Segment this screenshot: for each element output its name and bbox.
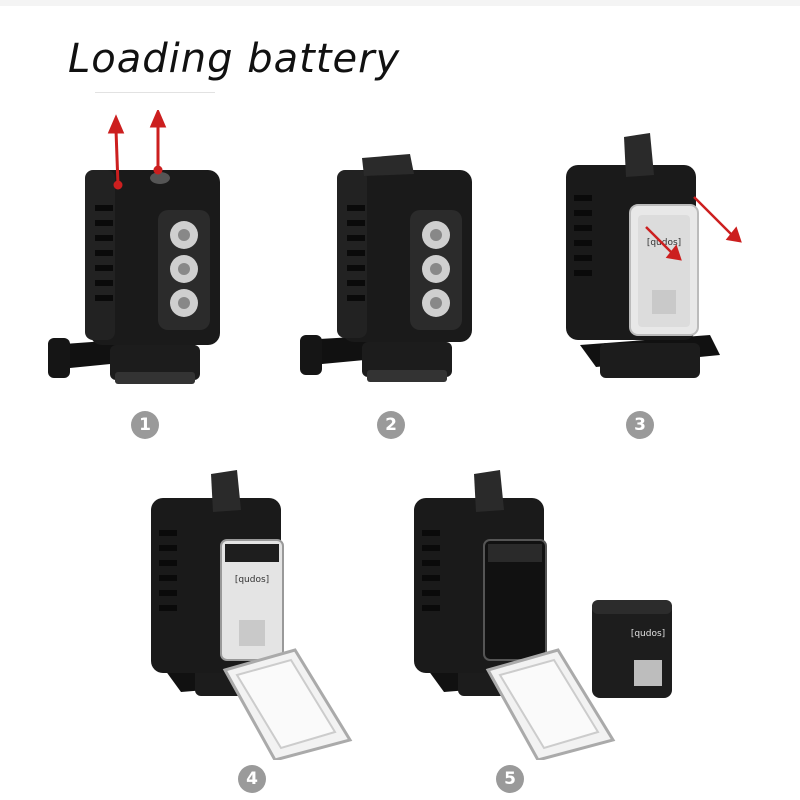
battery-brand-label: [qudos] [235, 575, 269, 585]
light-battery-exposed-illustration: [qudos] [151, 470, 353, 760]
light-battery-removed-illustration: [qudos] [414, 470, 672, 760]
step-2-badge: 2 [377, 411, 405, 439]
step-3-illustration: [qudos] [560, 125, 760, 395]
light-latch-open-illustration [300, 154, 472, 382]
top-divider [0, 0, 800, 6]
light-closed-arrows-illustration [48, 110, 220, 384]
step-1-badge: 1 [131, 411, 159, 439]
page-title: Loading battery [68, 36, 401, 82]
step-5-illustration: [qudos] [408, 470, 678, 760]
step-1-illustration [40, 110, 240, 400]
battery-brand-label: [qudos] [647, 238, 681, 248]
step-3-badge: 3 [626, 411, 654, 439]
title-underline [95, 92, 215, 93]
step-2-illustration [292, 150, 482, 400]
step-4-illustration: [qudos] [145, 470, 365, 760]
light-door-open-arrows-illustration: [qudos] [566, 133, 742, 378]
step-4-badge: 4 [238, 765, 266, 793]
battery-brand-label: [qudos] [631, 629, 665, 639]
step-5-badge: 5 [496, 765, 524, 793]
